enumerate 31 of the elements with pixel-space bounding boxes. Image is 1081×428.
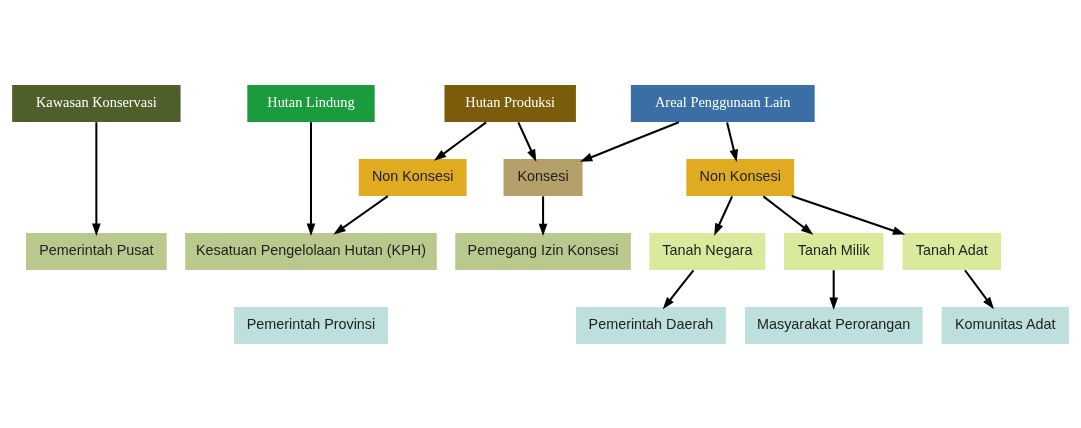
node-box: Pemerintah Daerah bbox=[575, 306, 726, 344]
arrow bbox=[333, 194, 389, 235]
arrow bbox=[964, 269, 994, 309]
node-box: Hutan Produksi bbox=[444, 84, 576, 122]
node-box: Tanah Milik bbox=[783, 232, 884, 270]
node-box: Tanah Adat bbox=[902, 232, 1002, 270]
node-box: Hutan Lindung bbox=[247, 84, 375, 122]
node-box: Areal Penggunaan Lain bbox=[630, 84, 815, 122]
node-box: Non Konsesi bbox=[358, 158, 467, 196]
arrow bbox=[762, 195, 814, 235]
arrow bbox=[726, 121, 738, 162]
node-box: Masyarakat Perorangan bbox=[744, 306, 923, 344]
arrow bbox=[714, 195, 734, 236]
node-box: Pemegang Izin Konsesi bbox=[455, 232, 631, 270]
arrow bbox=[791, 194, 906, 235]
node-box: Pemerintah Pusat bbox=[26, 232, 167, 270]
node-box: Kawasan Konservasi bbox=[12, 84, 181, 122]
arrow bbox=[306, 121, 316, 236]
arrow bbox=[829, 269, 838, 310]
arrow bbox=[92, 121, 101, 236]
node-box: Tanah Negara bbox=[649, 232, 766, 270]
arrow bbox=[517, 121, 537, 162]
node-box: Konsesi bbox=[503, 158, 583, 196]
arrow bbox=[434, 121, 487, 161]
arrow bbox=[662, 269, 695, 309]
node-box: Komunitas Adat bbox=[941, 306, 1069, 344]
node-box: Kesatuan Pengelolaan Hutan (KPH) bbox=[185, 232, 437, 270]
node-box: Non Konsesi bbox=[686, 158, 795, 196]
node-box: Pemerintah Provinsi bbox=[233, 306, 388, 344]
arrow bbox=[538, 195, 548, 236]
arrow bbox=[580, 120, 680, 162]
